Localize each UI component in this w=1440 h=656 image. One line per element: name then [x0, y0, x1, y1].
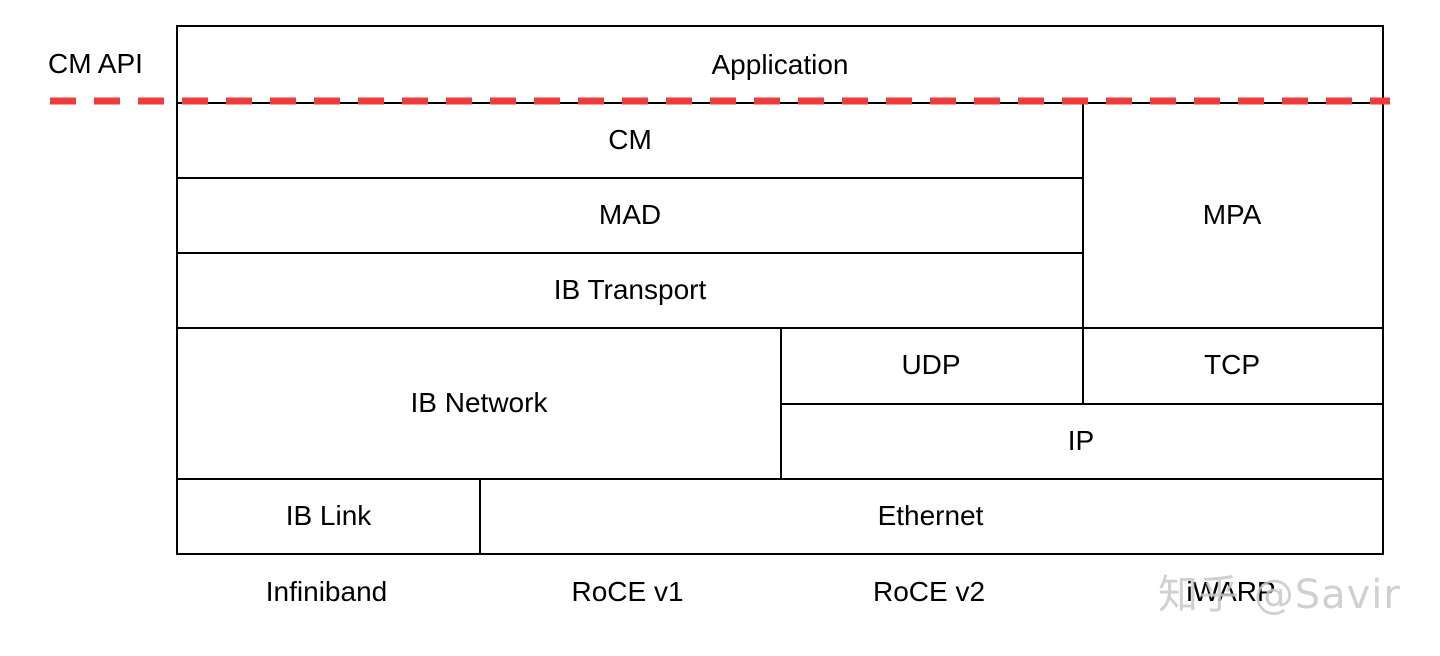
- layer-ib-link: IB Link: [285, 499, 372, 531]
- cm-api-label: CM API: [48, 48, 143, 79]
- column-label-iwarp: iWARP: [1186, 576, 1276, 607]
- divider-line: [178, 252, 1082, 254]
- divider-line: [479, 478, 481, 553]
- layer-cm: CM: [608, 123, 652, 155]
- layer-mad: MAD: [598, 198, 662, 230]
- layer-udp: UDP: [901, 349, 961, 380]
- divider-line: [780, 327, 782, 478]
- divider-line: [178, 478, 1382, 480]
- divider-line: [780, 403, 1382, 405]
- layer-ib-network: IB Network: [410, 386, 548, 418]
- watermark: 知乎 @Savir: [1158, 572, 1401, 618]
- layer-application: Application: [711, 48, 849, 80]
- layer-ethernet: Ethernet: [877, 499, 984, 531]
- layer-ip: IP: [1067, 424, 1095, 456]
- layer-mpa: MPA: [1202, 198, 1262, 230]
- divider-line: [1082, 102, 1084, 403]
- column-label-infiniband: Infiniband: [265, 576, 388, 607]
- column-label-roce-v2: RoCE v2: [872, 576, 986, 607]
- divider-line: [178, 177, 1082, 179]
- column-label-roce-v1: RoCE v1: [571, 576, 684, 607]
- protocol-stack-diagram: Application CM MAD IB Transport MPA IB N…: [176, 25, 1384, 555]
- layer-ib-transport: IB Transport: [553, 273, 707, 305]
- layer-tcp: TCP: [1204, 349, 1260, 380]
- cm-api-boundary-line: [50, 97, 1390, 105]
